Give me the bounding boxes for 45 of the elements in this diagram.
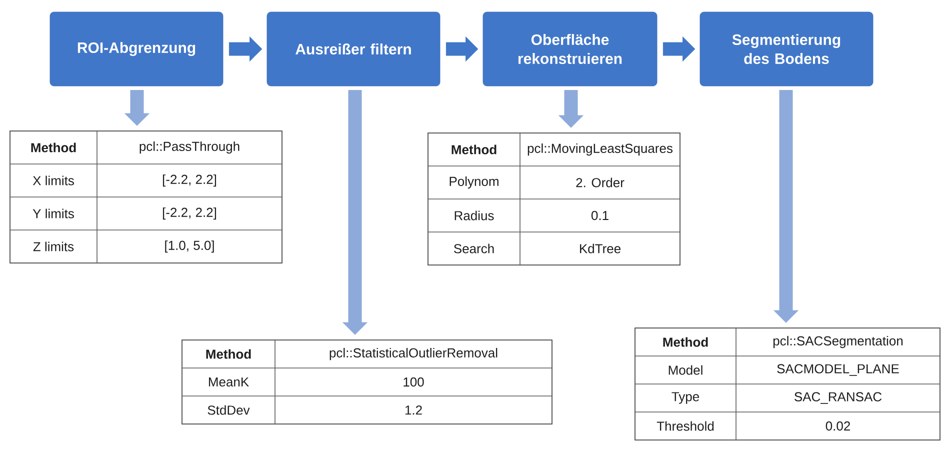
table-cell: pcl::StatisticalOutlierRemoval: [330, 348, 498, 360]
table-cell: 0.1: [591, 210, 608, 220]
table-cell: Model: [668, 365, 702, 375]
table-cell: Threshold: [656, 421, 714, 431]
table-cell: StdDev: [208, 405, 250, 415]
arrow: [124, 90, 150, 126]
table-cell: Method: [452, 144, 496, 154]
table-cell: Method: [663, 337, 708, 347]
table-cell: MeanK: [208, 377, 249, 387]
table-cell: pcl::SACSegmentation: [773, 336, 903, 348]
parameter-table: [428, 132, 680, 266]
table-cell: [-2.2, 2.2]: [162, 207, 216, 220]
table-cell: pcl::MovingLeastSquares: [528, 143, 672, 156]
table-cell: SAC_RANSAC: [794, 392, 882, 404]
process-box: Segmentierung des Bodens: [700, 12, 874, 86]
table-cell: Search: [454, 244, 494, 254]
parameter-table: [182, 340, 552, 424]
table-cell: 100: [404, 377, 424, 387]
process-box: Oberfläche rekonstruieren: [482, 12, 658, 86]
process-box: ROI-Abgrenzung: [50, 12, 224, 86]
table-cell: Type: [672, 392, 700, 404]
table-cell: SACMODEL_PLANE: [777, 364, 899, 376]
table-cell: 0.02: [826, 421, 850, 431]
table-cell: Z limits: [33, 242, 74, 252]
table-cell: 2. Order: [576, 178, 624, 188]
table-cell: Polynom: [450, 176, 498, 189]
table-cell: 1.2: [405, 405, 422, 415]
table-cell: pcl::PassThrough: [140, 141, 240, 154]
arrow: [558, 90, 584, 128]
arrow: [446, 36, 478, 62]
table-cell: [1.0, 5.0]: [165, 240, 214, 253]
arrow: [342, 90, 368, 335]
arrow: [662, 36, 696, 62]
table-cell: Y limits: [32, 208, 74, 218]
table-cell: X limits: [32, 176, 74, 186]
table-cell: Method: [31, 142, 76, 152]
arrow: [228, 36, 262, 62]
table-cell: Method: [206, 349, 251, 359]
parameter-table: [634, 328, 940, 440]
parameter-table: [10, 130, 282, 264]
arrow: [774, 90, 798, 323]
table-cell: KdTree: [580, 244, 620, 254]
process-box: Ausreißer filtern: [266, 12, 440, 86]
table-cell: Radius: [454, 210, 494, 220]
table-cell: [-2.2, 2.2]: [162, 174, 216, 187]
